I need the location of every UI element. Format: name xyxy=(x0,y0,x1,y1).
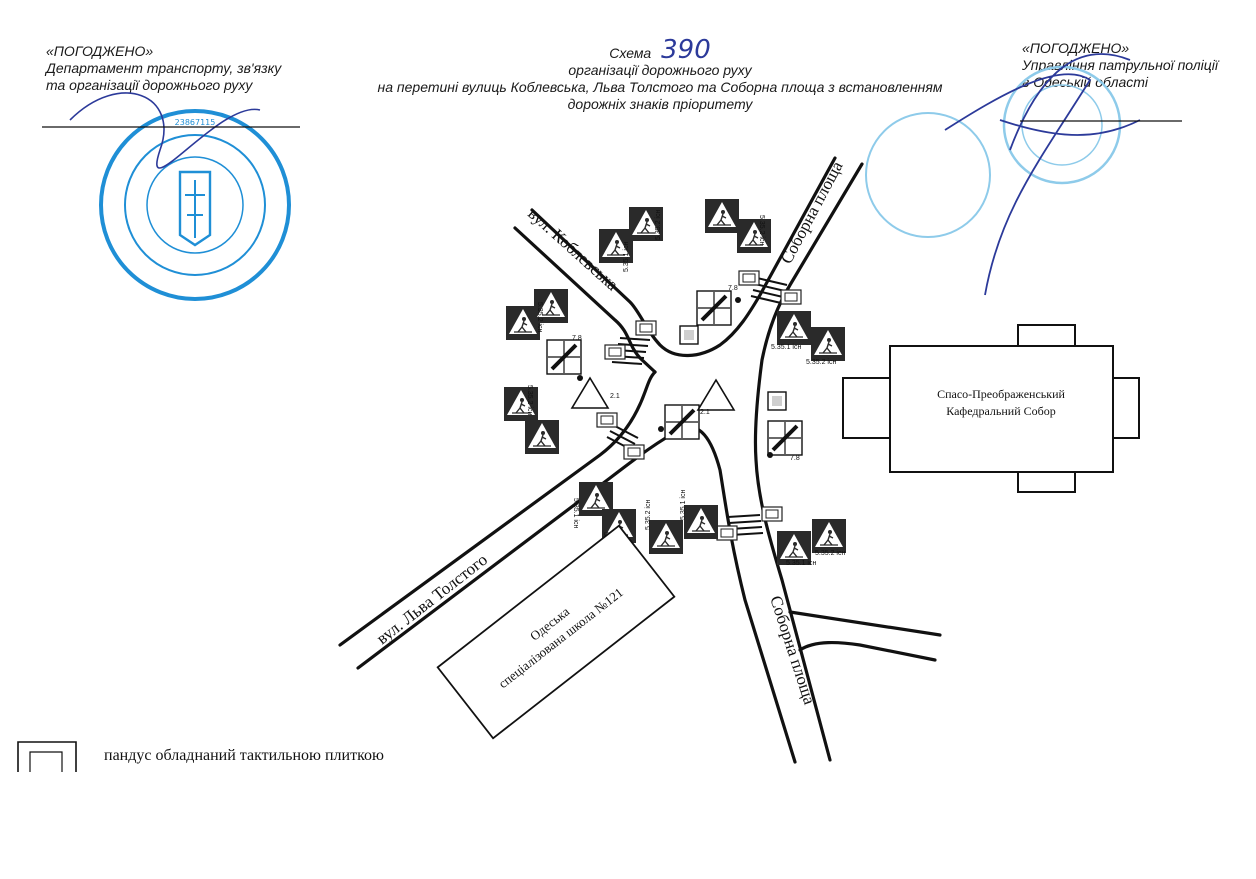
scheme-title-line: Схема 390 xyxy=(330,37,990,63)
legend-label: пандус обладнаний тактильною плиткою xyxy=(104,747,385,764)
label-5352-left: 5.35.2 існ xyxy=(536,302,544,332)
cathedral-label-line2: Кафедральний Собор xyxy=(946,404,1056,418)
left-official-stamp: 23867115 xyxy=(69,92,291,301)
label-5352-top-right: 5.35.2 існ xyxy=(758,215,766,245)
crosswalks xyxy=(606,277,788,536)
label-5351-right: 5.35.1 існ xyxy=(771,343,801,351)
label-5351-bottom-right: 5.35.1 існ xyxy=(786,559,816,567)
label-5351-bottom-left: 5.35.1 існ xyxy=(572,498,580,528)
scheme-subtitle-1: організації дорожнього руху xyxy=(568,62,752,78)
label-5352-right: 5.35.2 існ xyxy=(806,358,836,366)
stamp-code: 23867115 xyxy=(175,118,216,127)
cathedral-label-line1: Спасо-Преображенський xyxy=(937,387,1065,401)
sign-label-78-a: 7.8 xyxy=(728,285,738,292)
header-title-block: Схема 390 організації дорожнього руху на… xyxy=(330,37,990,113)
scheme-title: Схема xyxy=(609,45,652,61)
label-5352-bottom-center: 5.35.2 існ xyxy=(644,500,652,530)
sign-label-21-a: 2.1 xyxy=(610,393,620,400)
sign-label-78-b: 7.8 xyxy=(572,335,582,342)
left-approved-label: «ПОГОДЖЕНО» xyxy=(46,43,154,59)
left-department-line2: та організації дорожнього руху xyxy=(46,77,253,93)
label-5351-bottom-center: 5.35.1 існ xyxy=(679,490,687,520)
sign-label-78-c: 7.8 xyxy=(790,455,800,462)
scheme-number: 390 xyxy=(661,35,711,65)
right-official-stamp xyxy=(865,53,1141,296)
scheme-subtitle-2: на перетині вулиць Коблевська, Льва Толс… xyxy=(377,79,943,95)
left-department-line1: Департамент транспорту, зв'язку xyxy=(46,60,282,76)
label-5352-top: 5.35.2 існ xyxy=(654,210,662,240)
right-approved-label: «ПОГОДЖЕНО» xyxy=(1022,40,1130,56)
scheme-subtitle-3: дорожніх знаків пріоритету xyxy=(567,96,753,112)
street-label-tolstoho: вул. Льва Толстого xyxy=(373,550,491,648)
label-5352-bottom-right: 5.35.2 існ xyxy=(815,549,845,557)
cathedral-building: Спасо-Преображенський Кафедральний Собор xyxy=(842,324,1140,493)
yield-signs: 2.1 2.1 xyxy=(570,376,736,416)
sign-label-21-b: 2.1 xyxy=(700,409,710,416)
label-5351-top: 5.35.1 існ xyxy=(622,242,630,272)
label-5352-left-lower: 5.35.2 існ xyxy=(526,385,534,415)
road-network xyxy=(338,156,942,764)
main-road-signs xyxy=(679,325,787,411)
header-left-approval: «ПОГОДЖЕНО» Департамент транспорту, зв'я… xyxy=(46,43,281,94)
sign-code-labels: 5.35.1 існ 5.35.2 існ 5.35.1 існ 5.35.2 … xyxy=(526,210,845,567)
priority-signs: 7.8 7.8 7.8 xyxy=(545,285,804,462)
legend-ramp-icon xyxy=(17,741,77,772)
